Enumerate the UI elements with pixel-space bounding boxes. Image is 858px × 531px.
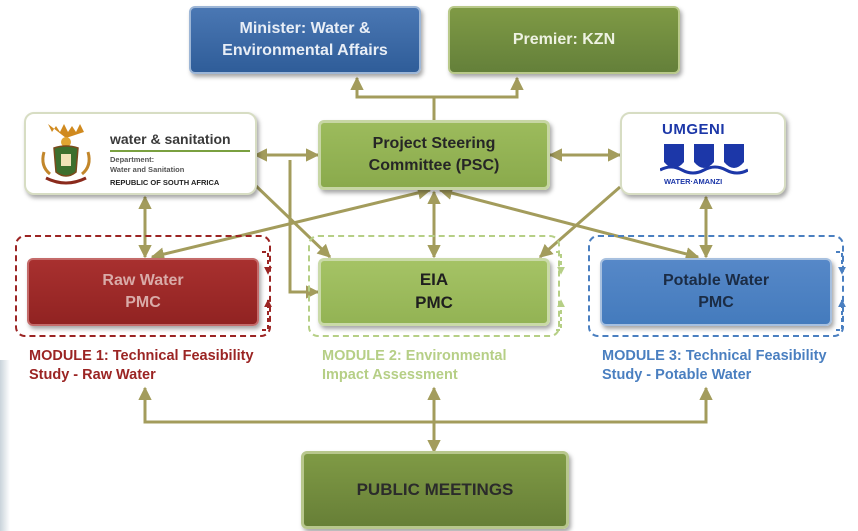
module1-frame — [15, 235, 271, 337]
module1-feedback-arrow — [262, 251, 272, 275]
minister-box: Minister: Water & Environmental Affairs — [189, 6, 421, 74]
potable-water-pmc-box: Potable Water PMC — [600, 258, 832, 326]
umgeni-sub: WATER·AMANZI — [664, 177, 723, 186]
eia-pmc-box: EIA PMC — [318, 258, 550, 326]
public-meetings-box: PUBLIC MEETINGS — [301, 451, 569, 529]
dws-rule — [110, 150, 250, 152]
module3-feedback-arrow — [836, 251, 846, 275]
eia-pmc-label: EIA PMC — [415, 270, 453, 312]
psc-potable-arrow — [438, 186, 700, 261]
psc-to-premier-arrow — [434, 76, 524, 99]
coat-of-arms-icon — [41, 124, 91, 185]
module2-feedback-arrow — [556, 251, 565, 275]
raw-water-pmc-label: Raw Water PMC — [102, 272, 184, 311]
premier-label: Premier: KZN — [512, 31, 616, 49]
umgeni-logo-box: UMGENI WATER·AMANZI — [620, 112, 786, 195]
psc-label: Project Steering Committee (PSC) — [368, 135, 500, 174]
dws-line1: Department: — [110, 155, 155, 164]
minister-label: Minister: Water & Environmental Affairs — [222, 20, 388, 59]
psc-to-minister-arrow — [350, 76, 436, 120]
psc-box: Project Steering Committee (PSC) — [318, 120, 550, 190]
dws-title: water & sanitation — [110, 131, 231, 147]
modules-to-public-bracket — [138, 386, 713, 424]
potable-water-pmc-label: Potable Water PMC — [662, 272, 770, 311]
module2-frame — [308, 235, 560, 337]
umgeni-name: UMGENI — [662, 121, 725, 138]
module1-caption: MODULE 1: Technical Feasibility Study - … — [29, 348, 254, 383]
raw-water-pmc-box: Raw Water PMC — [27, 258, 259, 326]
module2-caption: MODULE 2: Environmental Impact Assessmen… — [322, 348, 507, 383]
dws-line3: REPUBLIC OF SOUTH AFRICA — [110, 178, 220, 187]
module3-frame — [588, 235, 844, 337]
module3-caption: MODULE 3: Technical Feasibility Study - … — [602, 348, 827, 383]
dws-eia-arrow — [253, 183, 332, 259]
dws-logo-box: water & sanitation Department: Water and… — [24, 112, 257, 195]
umgeni-eia-arrow — [538, 185, 621, 259]
left-edge-shade — [0, 360, 10, 531]
dws-line2: Water and Sanitation — [110, 165, 185, 174]
water-waves-icon — [660, 144, 748, 175]
public-meetings-label: PUBLIC MEETINGS — [356, 479, 514, 499]
premier-box: Premier: KZN — [448, 6, 680, 74]
